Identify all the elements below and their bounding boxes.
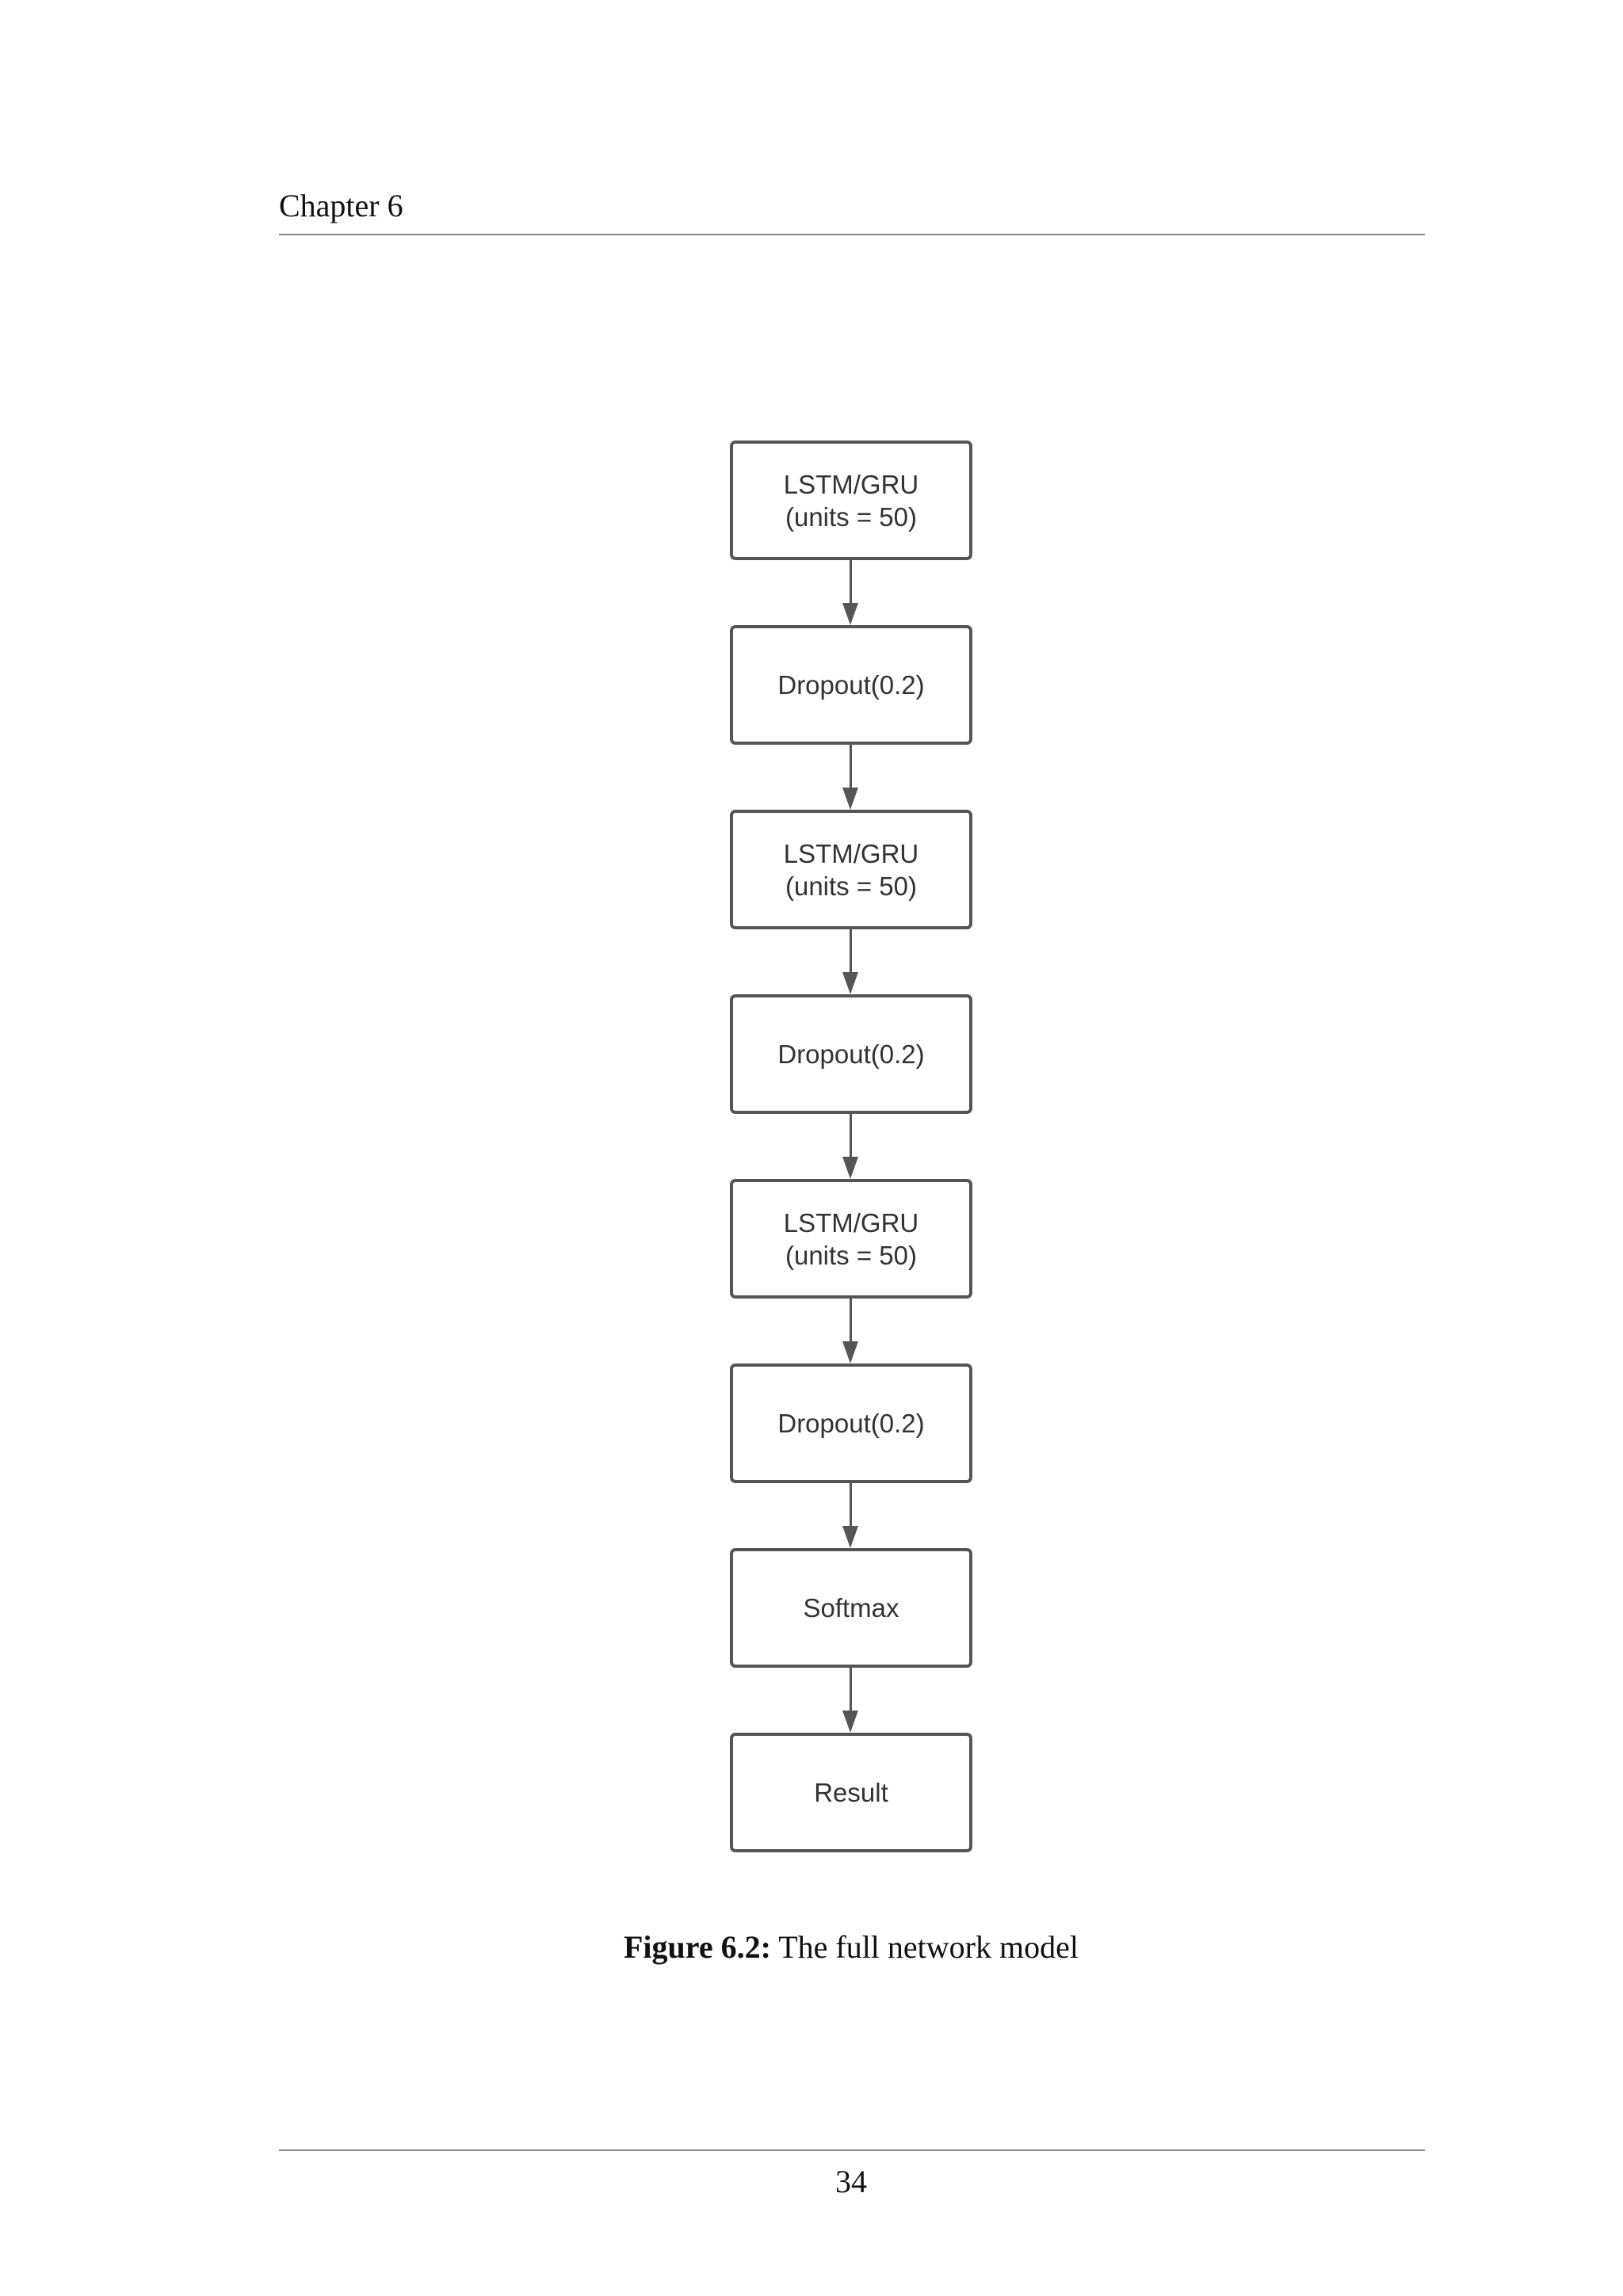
- connector-line: [850, 560, 852, 609]
- page-number: 34: [835, 2164, 867, 2199]
- node-result: Result: [730, 1733, 972, 1852]
- node-lstm-gru-3: LSTM/GRU (units = 50): [730, 1179, 972, 1299]
- node-label: Dropout(0.2): [777, 1409, 925, 1438]
- node-dropout-1: Dropout(0.2): [730, 625, 972, 745]
- arrowhead-icon: [842, 603, 858, 625]
- caption-label: Figure 6.2:: [624, 1929, 771, 1965]
- node-lstm-gru-1: LSTM/GRU (units = 50): [730, 441, 972, 560]
- footer-rule: [279, 2149, 1425, 2151]
- node-label: LSTM/GRU (units = 50): [783, 838, 919, 901]
- connector-line: [850, 745, 852, 794]
- connector-line: [850, 1299, 852, 1348]
- arrowhead-icon: [842, 1526, 858, 1548]
- figure-caption: Figure 6.2: The full network model: [0, 1928, 1623, 1966]
- connector-line: [850, 1668, 852, 1717]
- arrowhead-icon: [842, 972, 858, 994]
- node-label: Result: [814, 1778, 888, 1807]
- connector-line: [850, 1114, 852, 1163]
- arrowhead-icon: [842, 1711, 858, 1733]
- arrowhead-icon: [842, 1341, 858, 1363]
- node-label: LSTM/GRU (units = 50): [783, 469, 919, 532]
- node-softmax: Softmax: [730, 1548, 972, 1668]
- node-dropout-3: Dropout(0.2): [730, 1363, 972, 1483]
- arrowhead-icon: [842, 1157, 858, 1179]
- node-dropout-2: Dropout(0.2): [730, 994, 972, 1114]
- node-label: Dropout(0.2): [777, 670, 925, 700]
- arrowhead-icon: [842, 788, 858, 810]
- node-label: Dropout(0.2): [777, 1039, 925, 1069]
- connector-line: [850, 929, 852, 978]
- connector-line: [850, 1483, 852, 1532]
- node-label: Softmax: [803, 1593, 899, 1623]
- caption-text: The full network model: [778, 1929, 1079, 1965]
- header-rule: [279, 234, 1425, 235]
- node-label: LSTM/GRU (units = 50): [783, 1207, 919, 1270]
- running-header: Chapter 6: [279, 188, 403, 223]
- node-lstm-gru-2: LSTM/GRU (units = 50): [730, 810, 972, 929]
